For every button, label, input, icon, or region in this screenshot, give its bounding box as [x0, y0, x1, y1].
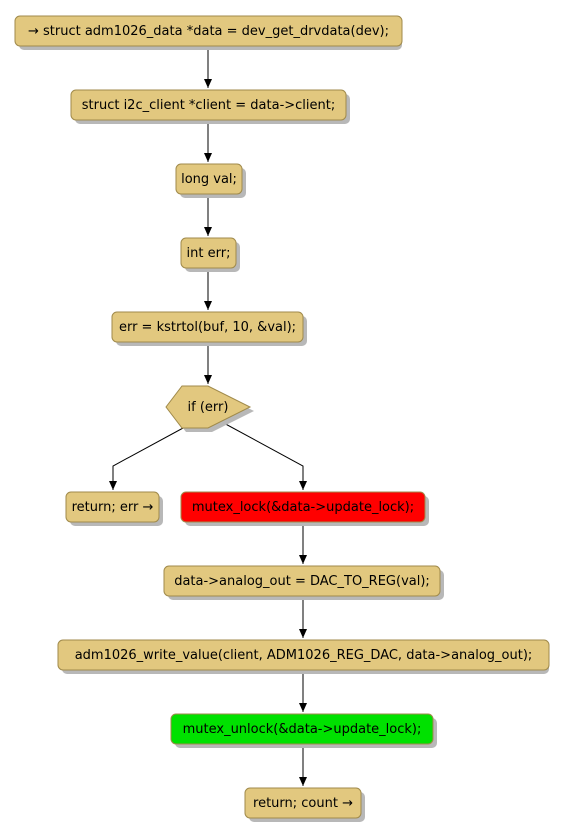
node-client-decl: struct i2c_client *client = data->client… — [70, 89, 350, 124]
node-lock-label: mutex_lock(&data->update_lock); — [192, 500, 414, 515]
node-unlock-label: mutex_unlock(&data->update_lock); — [183, 722, 422, 737]
edges — [109, 46, 307, 786]
node-return-count: return; count → — [244, 787, 365, 822]
node-decision: if (err) — [165, 385, 254, 432]
node-val-decl-label: long val; — [181, 172, 237, 187]
node-entry-label: → struct adm1026_data *data = dev_get_dr… — [28, 24, 389, 39]
node-parse: err = kstrtol(buf, 10, &val); — [111, 311, 307, 346]
node-decision-label: if (err) — [188, 400, 229, 415]
node-assign: data->analog_out = DAC_TO_REG(val); — [163, 565, 444, 600]
node-err-decl: int err; — [180, 237, 240, 272]
node-write-label: adm1026_write_value(client, ADM1026_REG_… — [75, 648, 533, 663]
edge-decision-to-lock — [219, 420, 307, 490]
node-val-decl: long val; — [175, 163, 246, 198]
node-err-decl-label: int err; — [187, 246, 231, 261]
node-return-err-label: return; err → — [72, 500, 154, 515]
node-write: adm1026_write_value(client, ADM1026_REG_… — [57, 639, 550, 674]
node-client-decl-label: struct i2c_client *client = data->client… — [82, 98, 336, 113]
node-entry: → struct adm1026_data *data = dev_get_dr… — [14, 15, 403, 50]
node-return-err: return; err → — [65, 491, 163, 526]
node-parse-label: err = kstrtol(buf, 10, &val); — [119, 320, 296, 335]
node-lock: mutex_lock(&data->update_lock); — [180, 491, 429, 526]
node-assign-label: data->analog_out = DAC_TO_REG(val); — [174, 574, 430, 589]
node-return-count-label: return; count → — [253, 796, 353, 811]
edge-decision-to-return-err — [109, 420, 197, 490]
node-unlock: mutex_unlock(&data->update_lock); — [170, 713, 437, 748]
